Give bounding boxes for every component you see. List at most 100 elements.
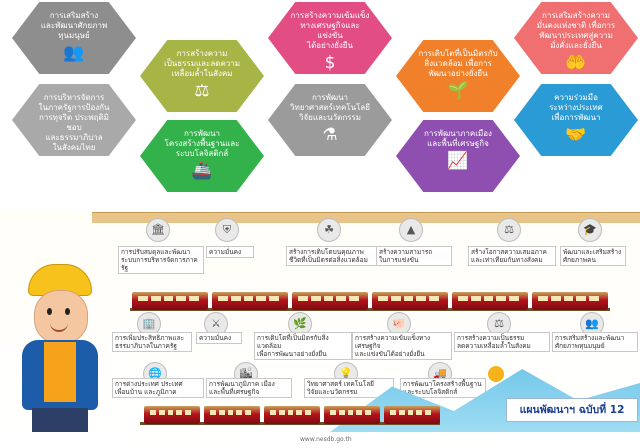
- hexagon-text: การพัฒนา วิทยาศาสตร์เทคโนโลยี วิจัยและนว…: [290, 93, 370, 122]
- train-window: [425, 410, 431, 415]
- hexagon-text: การพัฒนาภาคเมือง และพื้นที่เศรษฐกิจ: [424, 129, 492, 148]
- hexagon-text: การสร้างความ เป็นธรรมและลดความ เหลื่อมล้…: [163, 49, 241, 78]
- hexagon-h7: การพัฒนา วิทยาศาสตร์เทคโนโลยี วิจัยและนว…: [268, 84, 392, 156]
- strategy-label: การเสริมสร้างและพัฒนา ศักยภาพทุนมนุษย์: [552, 332, 638, 352]
- train-window: [236, 410, 243, 415]
- people-icon: 👥: [63, 43, 85, 63]
- train-window: [336, 296, 347, 301]
- train-window: [296, 410, 303, 415]
- no-corruption-icon: ✕: [66, 155, 82, 175]
- train-window: [365, 410, 371, 415]
- train-window: [287, 410, 294, 415]
- cargo-ship-icon: 🚢: [191, 161, 213, 181]
- train-window: [323, 296, 334, 301]
- train-window: [589, 296, 599, 301]
- train-window: [218, 410, 225, 415]
- shield-icon: ⛨: [215, 218, 239, 242]
- train-window: [138, 296, 148, 301]
- train-window: [256, 296, 267, 301]
- hexagon-h9: การพัฒนา โครงสร้างพื้นฐานและ ระบบโลจิสติ…: [140, 120, 264, 192]
- train-window: [270, 410, 276, 415]
- upper-track: [130, 308, 610, 311]
- hand-heart-icon: 🤲: [565, 53, 587, 73]
- strategy-label: ความมั่นคง: [206, 246, 254, 258]
- train-window: [150, 296, 161, 301]
- train-window: [243, 296, 254, 301]
- train-window: [378, 296, 388, 301]
- train-window: [218, 296, 228, 301]
- hexagon-h1: การเสริมสร้าง และพัฒนาศักยภาพ ทุนมนุษย์ 👥: [12, 2, 136, 74]
- train-window: [176, 296, 187, 301]
- train-window: [509, 296, 519, 301]
- train-car: [384, 406, 440, 424]
- train-window: [356, 410, 363, 415]
- train-window: [407, 410, 414, 415]
- worker-face: [34, 290, 88, 344]
- hexagon-text: การเสริมสร้างความ มั่นคงแห่งชาติ เพื่อกา…: [536, 11, 616, 50]
- balance-icon: ⚖: [497, 218, 521, 242]
- train-window: [390, 410, 396, 415]
- rail-top-bar: [92, 212, 640, 223]
- strategy-label: สร้างความสามารถ ในการแข่งขัน: [376, 246, 452, 266]
- train-window: [189, 296, 199, 301]
- train-window: [398, 410, 405, 415]
- government-building-icon: 🏛: [146, 218, 170, 242]
- hexagon-h6: การบริหารจัดการ ในภาครัฐการป้องกัน การทุ…: [12, 84, 136, 156]
- train-car: [204, 406, 260, 424]
- hexagon-h10: การพัฒนาภาคเมือง และพื้นที่เศรษฐกิจ 📈: [396, 120, 520, 192]
- hexagon-text: การสร้างความเข้มแข็ง ทางเศรษฐกิจและแข่งข…: [290, 11, 370, 50]
- train-window: [210, 410, 216, 415]
- train-window: [185, 410, 191, 415]
- footer-url[interactable]: www.nesdb.go.th: [300, 436, 352, 443]
- strategy-label: การสร้างความเข้มแข็งทางเศรษฐกิจ และแข่งข…: [352, 332, 452, 360]
- strategy-label: ความมั่นคง: [196, 332, 242, 344]
- train-window: [167, 410, 174, 415]
- train-car: [372, 292, 448, 310]
- hexagon-text: การพัฒนา โครงสร้างพื้นฐานและ ระบบโลจิสติ…: [164, 129, 240, 158]
- strategy-label: พัฒนาและเสริมสร้าง ศักยภาพคน: [560, 246, 626, 266]
- train-car: [264, 406, 320, 424]
- graduation-cap-icon: 🎓: [578, 218, 602, 242]
- train-window: [403, 296, 414, 301]
- strategy-label: การต่างประเทศ ประเทศ เพื่อนบ้าน และภูมิภ…: [112, 378, 204, 398]
- leaf-icon: ☘: [317, 218, 341, 242]
- train-window: [470, 296, 481, 301]
- sun-icon: [488, 366, 504, 382]
- train-window: [483, 296, 494, 301]
- strategy-label: การพัฒนาโครงสร้างพื้นฐาน และระบบโลจิสติก…: [400, 378, 486, 398]
- hexagon-text: ความร่วมมือ ระหว่างประเทศ เพื่อการพัฒนา: [549, 93, 603, 122]
- train-window: [563, 296, 574, 301]
- money-bag-icon: $: [324, 53, 336, 73]
- train-window: [298, 296, 308, 301]
- train-window: [269, 296, 279, 301]
- train-window: [310, 296, 321, 301]
- chart-icon: ▲: [399, 218, 423, 242]
- growth-arrow-icon: 📈: [447, 151, 469, 171]
- train-window: [390, 296, 401, 301]
- train-window: [176, 410, 183, 415]
- train-car: [324, 406, 380, 424]
- handshake-icon: 🤝: [565, 125, 587, 145]
- train-window: [158, 410, 165, 415]
- hexagon-text: การเสริมสร้าง และพัฒนาศักยภาพ ทุนมนุษย์: [40, 11, 108, 40]
- train-window: [576, 296, 587, 301]
- train-window: [550, 296, 561, 301]
- worker-eye-right: [65, 308, 70, 315]
- plan-banner: แผนพัฒนาฯ ฉบับที่ 12: [506, 398, 638, 422]
- strategy-label: สร้างการเติบโตบนคุณภาพ ชีวิตที่เป็นมิตรต…: [286, 246, 378, 266]
- train-car: [132, 292, 208, 310]
- train-window: [458, 296, 468, 301]
- worker-legs: [32, 408, 88, 432]
- strategy-label: การเพิ่มประสิทธิภาพและ ธรรมาภิบาลในภาครั…: [112, 332, 192, 352]
- worker-eye-left: [47, 308, 52, 315]
- strategy-label: การสร้างความเป็นธรรม ลดความเหลื่อมล้ำในส…: [454, 332, 550, 352]
- scales-icon: ⚖: [194, 81, 210, 101]
- flask-icon: ⚗: [322, 125, 338, 145]
- train-window: [230, 296, 241, 301]
- hexagon-h5: การเสริมสร้างความ มั่นคงแห่งชาติ เพื่อกา…: [514, 2, 638, 74]
- strategy-label: วิทยาศาสตร์ เทคโนโลยี วิจัยและนวัตกรรม: [304, 378, 394, 398]
- hexagon-text: การเติบโตที่เป็นมิตรกับ สิ่งแวดล้อม เพื่…: [418, 49, 498, 78]
- train-window: [305, 410, 311, 415]
- hexagon-text: การบริหารจัดการ ในภาครัฐการป้องกัน การทุ…: [38, 93, 110, 152]
- train-window: [330, 410, 336, 415]
